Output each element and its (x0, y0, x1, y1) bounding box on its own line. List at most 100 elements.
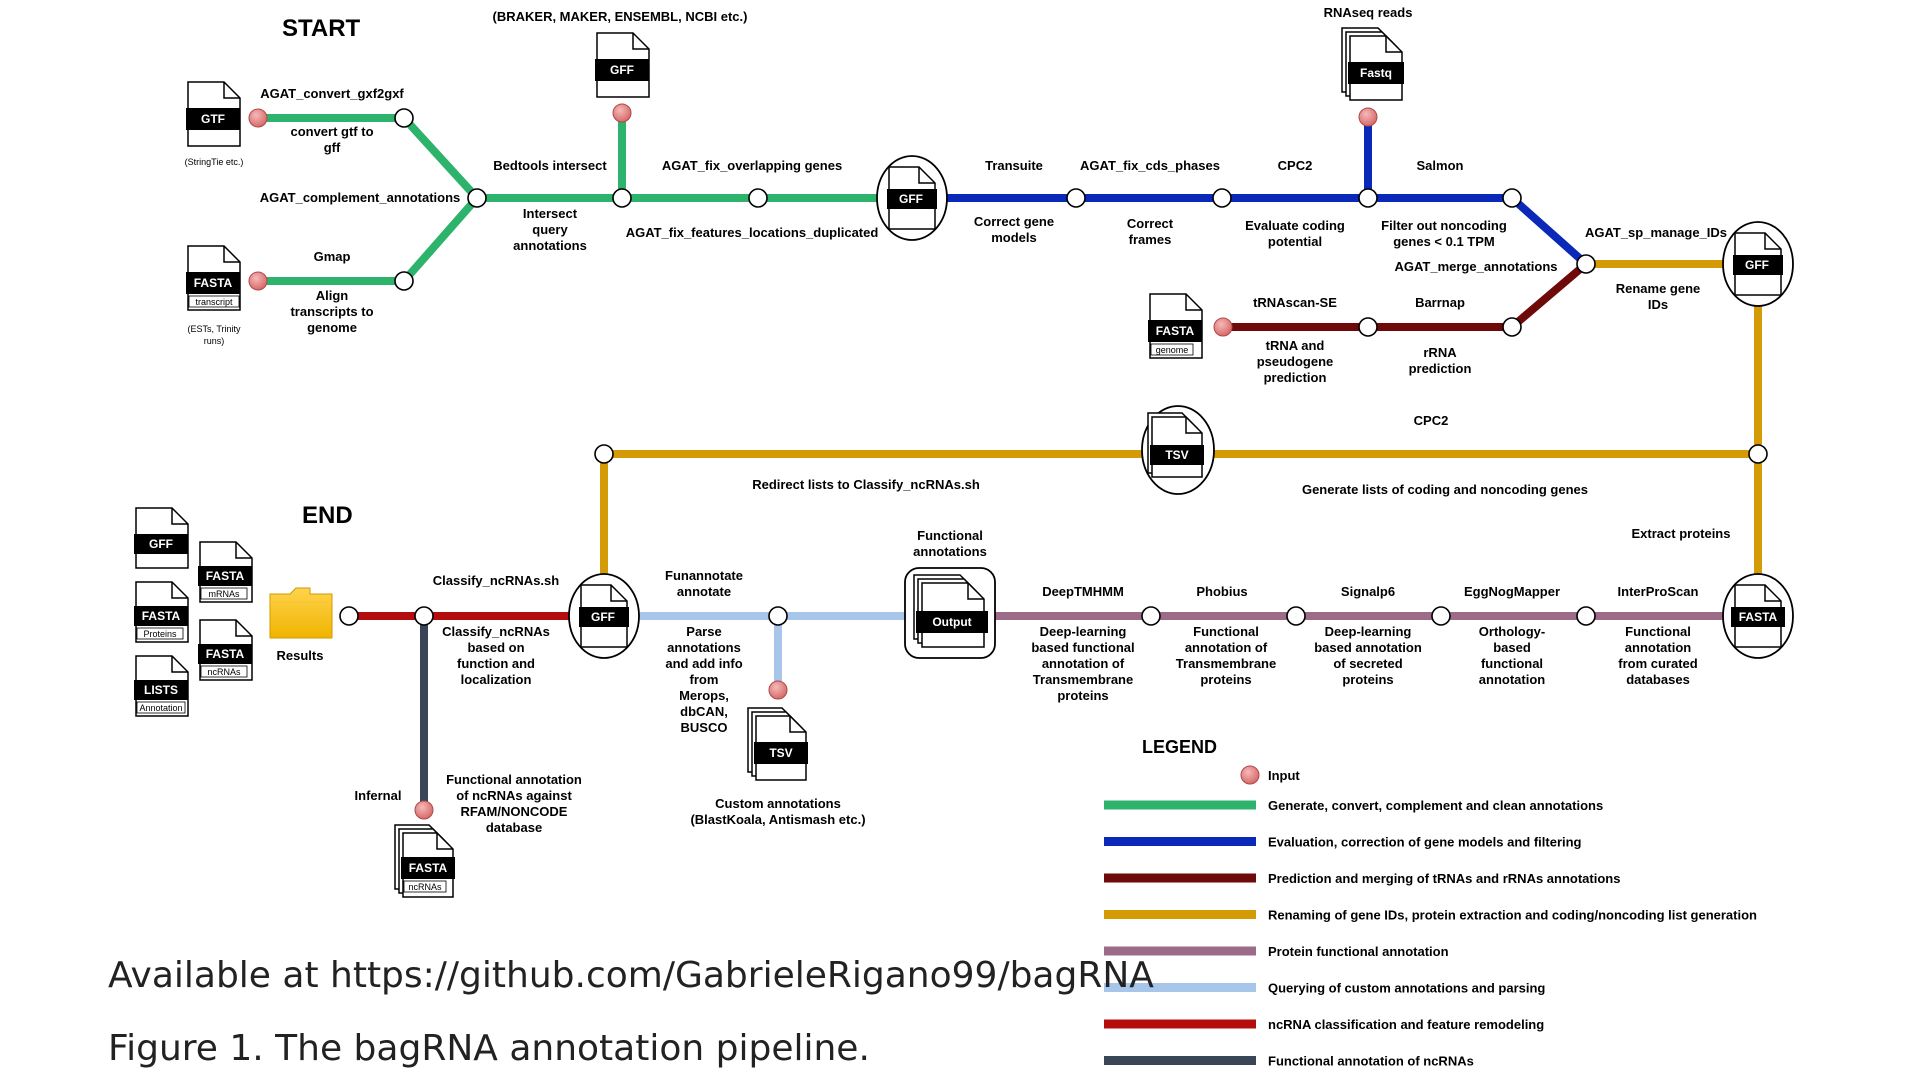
interpro-desc-line3: from curated (1618, 656, 1698, 671)
functional-annotations-line1: Functional (917, 528, 983, 543)
fasta-transcript-file-icon: FASTA transcript (186, 245, 241, 311)
align-desc-line1: Align (316, 288, 349, 303)
legend-label-4: Renaming of gene IDs, protein extraction… (1268, 908, 1757, 923)
svg-text:FASTA: FASTA (409, 861, 448, 875)
station-agat-fix-overlap (748, 188, 768, 208)
rename-desc-line2: IDs (1648, 297, 1668, 312)
end-fasta-ncrnas-file-icon: FASTA ncRNAs (198, 619, 253, 681)
legend-rows: Generate, convert, complement and clean … (1104, 798, 1757, 1069)
signalp-desc-line2: based annotation (1314, 640, 1422, 655)
station-funannotate (768, 606, 788, 626)
tsv-custom-file-icon: TSV (747, 707, 808, 781)
end-gff-file-icon: GFF (134, 507, 189, 569)
interproscan-label: InterProScan (1618, 584, 1699, 599)
salmon-label: Salmon (1417, 158, 1464, 173)
input-dot-custom (768, 680, 788, 700)
stations (339, 108, 1768, 626)
station-deeptmhmm (1141, 606, 1161, 626)
cpc2-desc-line2: potential (1268, 234, 1322, 249)
rename-desc-line1: Rename gene (1616, 281, 1701, 296)
align-desc-line2: transcripts to (290, 304, 373, 319)
transuite-desc-line1: Correct gene (974, 214, 1054, 229)
infernal-desc-line4: database (486, 820, 542, 835)
deeptmhmm-label: DeepTMHMM (1042, 584, 1124, 599)
transuite-label: Transuite (985, 158, 1043, 173)
station-results (339, 606, 359, 626)
input-dot-fastq (1358, 107, 1378, 127)
svg-text:transcript: transcript (195, 297, 233, 307)
phobius-label: Phobius (1196, 584, 1247, 599)
station-signalp (1431, 606, 1451, 626)
rrna-desc-line2: prediction (1409, 361, 1472, 376)
svg-text:Annotation: Annotation (139, 703, 182, 713)
barrnap-label: Barrnap (1415, 295, 1465, 310)
input-dot-gff (612, 103, 632, 123)
cpc2-top-label: CPC2 (1278, 158, 1313, 173)
gmap-label: Gmap (314, 249, 351, 264)
salmon-desc-line1: Filter out noncoding (1381, 218, 1507, 233)
results-folder-icon (269, 587, 333, 639)
cds-desc-line2: frames (1129, 232, 1172, 247)
station-agat-merge (1576, 254, 1596, 274)
extract-proteins-label: Extract proteins (1632, 526, 1731, 541)
gff-hub-2-file-icon: GFF (1733, 232, 1783, 296)
legend-title: LEGEND (1142, 737, 1217, 757)
cpc2-desc-line1: Evaluate coding (1245, 218, 1345, 233)
trna-desc-line1: tRNA and (1266, 338, 1325, 353)
eggnog-desc-line3: functional (1481, 656, 1543, 671)
parse-desc-line7: BUSCO (681, 720, 728, 735)
redirect-label: Redirect lists to Classify_ncRNAs.sh (752, 477, 980, 492)
parse-desc-line1: Parse (686, 624, 721, 639)
results-label: Results (277, 648, 324, 663)
agat-fix-overlap-label: AGAT_fix_overlapping genes (662, 158, 842, 173)
station-bedtools (612, 188, 632, 208)
trnascan-label: tRNAscan-SE (1253, 295, 1337, 310)
legend-input-dot (1240, 765, 1260, 785)
legend-label-8: Functional annotation of ncRNAs (1268, 1054, 1474, 1069)
salmon-desc-line2: genes < 0.1 TPM (1393, 234, 1495, 249)
start-heading: START (282, 15, 361, 42)
signalp-desc-line1: Deep-learning (1325, 624, 1412, 639)
deeptmhmm-desc-line1: Deep-learning (1040, 624, 1127, 639)
station-phobius (1286, 606, 1306, 626)
classify-label: Classify_ncRNAs.sh (433, 573, 559, 588)
svg-text:GFF: GFF (149, 537, 173, 551)
phobius-desc-line1: Functional (1193, 624, 1259, 639)
classify-desc-line3: function and (457, 656, 535, 671)
trna-desc-line3: prediction (1264, 370, 1327, 385)
input-dot-fasta-genome (1213, 317, 1233, 337)
svg-text:TSV: TSV (1165, 448, 1188, 462)
classify-desc-line1: Classify_ncRNAs (442, 624, 550, 639)
svg-text:Fastq: Fastq (1360, 66, 1392, 80)
legend-label-2: Evaluation, correction of gene models an… (1268, 835, 1582, 850)
input-dot-infernal (414, 800, 434, 820)
parse-desc-line4: from (690, 672, 719, 687)
ests-label-line2: runs) (204, 336, 225, 346)
parse-desc-line6: dbCAN, (680, 704, 728, 719)
step-labels: (BRAKER, MAKER, ENSEMBL, NCBI etc.) RNAs… (260, 5, 1731, 835)
station-trnascan (1358, 317, 1378, 337)
svg-text:Proteins: Proteins (143, 629, 177, 639)
deeptmhmm-desc-line5: proteins (1057, 688, 1108, 703)
intersect-desc-line3: annotations (513, 238, 587, 253)
station-redirect (594, 444, 614, 464)
deeptmhmm-desc-line4: Transmembrane (1033, 672, 1133, 687)
rrna-desc-line1: rRNA (1423, 345, 1457, 360)
fastq-file-icon: Fastq (1341, 27, 1404, 101)
cpc2-mid-label: CPC2 (1414, 413, 1449, 428)
gold-track (1582, 260, 1762, 620)
eggnog-desc-line1: Orthology- (1479, 624, 1545, 639)
infernal-desc-line3: RFAM/NONCODE (461, 804, 568, 819)
station-barrnap (1502, 317, 1522, 337)
agat-merge-label: AGAT_merge_annotations (1394, 259, 1557, 274)
tsv-hub-file-icon: TSV (1147, 412, 1204, 478)
eggnog-label: EggNogMapper (1464, 584, 1560, 599)
svg-text:GFF: GFF (610, 63, 634, 77)
svg-text:FASTA: FASTA (142, 609, 181, 623)
convert-desc-line1: convert gtf to (290, 124, 373, 139)
signalp-label: Signalp6 (1341, 584, 1395, 599)
phobius-desc-line2: annotation of (1185, 640, 1268, 655)
interpro-desc-line4: databases (1626, 672, 1690, 687)
svg-text:GTF: GTF (201, 112, 225, 126)
phobius-desc-line4: proteins (1200, 672, 1251, 687)
